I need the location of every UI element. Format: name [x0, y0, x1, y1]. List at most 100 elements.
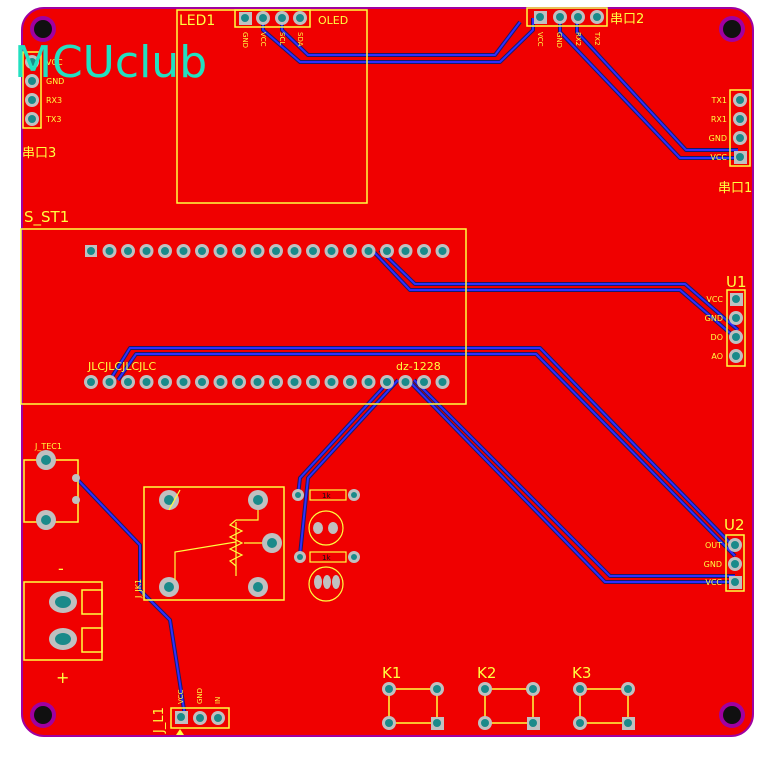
- resistor1-label: 1k: [322, 492, 331, 500]
- k2-label: K2: [477, 664, 496, 682]
- mcu-bottom-pin: [306, 375, 320, 389]
- oled-pin4-label: SDA: [296, 32, 304, 47]
- oled-header-pins: [239, 11, 307, 25]
- port3-pin2-label: GND: [46, 77, 64, 86]
- port2-pin3-label: RX2: [574, 32, 582, 46]
- mcu-bottom-pin: [121, 375, 135, 389]
- u2-pin1-label: OUT: [705, 541, 722, 550]
- led1-label: LED1: [179, 13, 215, 29]
- mcu-bottom-pin: [324, 375, 339, 389]
- jl1-pin2-label: GND: [196, 688, 204, 704]
- mcu-bottom-pin: [361, 375, 376, 389]
- oled-pin2-label: VCC: [259, 32, 267, 47]
- j-tec1-label: J_TEC1: [34, 442, 62, 451]
- mcu-top-pin: [380, 244, 394, 258]
- mcu-top-pin: [398, 244, 413, 258]
- mcu-top-pin: [158, 244, 172, 258]
- mcu-top-pin: [417, 244, 431, 258]
- mcu-bottom-pin: [250, 375, 265, 389]
- resistor2-label: 1k: [322, 554, 331, 562]
- led-d1: [308, 510, 344, 546]
- j-l1-label: J_L1: [152, 707, 167, 734]
- serial-port-3-header: VCC GND RX3 TX3 串口3: [22, 51, 64, 161]
- mcu-bottom-pin: [380, 375, 394, 389]
- serial-port-1-header: TX1 RX1 GND VCC 串口1: [709, 89, 752, 196]
- k1-label: K1: [382, 664, 401, 682]
- u2-pin3-label: VCC: [705, 578, 722, 587]
- jl1-pin3-label: IN: [214, 697, 222, 704]
- mcu-bottom-pin: [435, 375, 450, 389]
- port3-pin3-label: RX3: [46, 96, 62, 105]
- minus-label: -: [58, 559, 64, 578]
- mcu-bottom-pin: [232, 375, 246, 389]
- u2-label: U2: [724, 516, 745, 534]
- mcu-top-pin: [102, 244, 117, 258]
- mcu-bottom-pin: [84, 375, 98, 389]
- dz-label: dz-1228: [396, 360, 441, 373]
- button-k3[interactable]: K3: [572, 664, 635, 730]
- mounting-holes: [30, 16, 745, 728]
- mcu-top-pin: [287, 244, 302, 258]
- mcu-bottom-pin: [213, 375, 228, 389]
- u1-pin1-label: VCC: [706, 295, 723, 304]
- mcu-top-pin: [269, 244, 283, 258]
- mcu-bottom-pin: [343, 375, 357, 389]
- mcu-top-pin: [85, 245, 97, 257]
- power-terminal: - +: [23, 559, 103, 687]
- oled-pin3-label: SCL: [278, 32, 286, 45]
- port1-pin2-label: RX1: [711, 115, 727, 124]
- mcu-top-pin: [139, 244, 154, 258]
- mcu-bottom-pin: [102, 375, 117, 389]
- u1-pin3-label: DO: [711, 333, 723, 342]
- s-st1-label: S_ST1: [24, 208, 69, 227]
- button-k2[interactable]: K2: [477, 664, 540, 730]
- mcu-bottom-pin: [176, 375, 191, 389]
- jlc-label: JLCJLCJLCJLC: [87, 360, 157, 373]
- led-d2: [308, 566, 344, 602]
- traces: [74, 18, 740, 717]
- resistor-r1: 1k: [292, 489, 360, 501]
- mcu-bottom-pin: [269, 375, 283, 389]
- mcu-top-pin: [343, 244, 357, 258]
- mcu-top-pin: [435, 244, 450, 258]
- board-substrate: [21, 7, 754, 737]
- u1-pin4-label: AO: [711, 352, 723, 361]
- mcu-bottom-pin: [158, 375, 172, 389]
- serial-port-1-label: 串口1: [718, 181, 752, 196]
- mcu-bottom-pin: [287, 375, 302, 389]
- oled-label: OLED: [318, 14, 348, 27]
- j-jk1-label: J_JK1: [134, 579, 143, 599]
- mcu-top-pin: [306, 244, 320, 258]
- jl1-pin1-label: VCC: [177, 689, 185, 704]
- oled-pin1-label: GND: [241, 32, 249, 48]
- resistor-r2: 1k: [294, 551, 360, 563]
- serial-port-2-label: 串口2: [610, 12, 644, 27]
- mcu-bottom-pin: [195, 375, 209, 389]
- j-l1-header: J_L1 VCC GND IN: [152, 688, 230, 735]
- mcu-top-pin: [213, 244, 228, 258]
- led1-module: LED1 OLED GND VCC SCL SDA: [176, 9, 368, 204]
- mcu-bottom-pin: [139, 375, 154, 389]
- button-k1[interactable]: K1: [382, 664, 444, 730]
- u2-sensor-header: U2 OUT GND VCC: [704, 516, 745, 592]
- j-tec1-connector: J_TEC1: [23, 442, 80, 530]
- port1-pin3-label: GND: [709, 134, 727, 143]
- port1-pin4-label: VCC: [710, 153, 727, 162]
- port3-pin1-label: VCC: [46, 58, 63, 67]
- mcu-top-pin: [250, 244, 265, 258]
- mcu-top-pin: [121, 244, 135, 258]
- mcu-top-pin: [176, 244, 191, 258]
- u1-pin2-label: GND: [705, 314, 723, 323]
- mcu-bottom-pin: [417, 375, 431, 389]
- mcu-top-pin: [361, 244, 376, 258]
- port2-pin2-label: GND: [555, 32, 563, 48]
- u2-pin2-label: GND: [704, 560, 722, 569]
- port1-pin1-label: TX1: [711, 96, 727, 105]
- mcu-top-pin: [232, 244, 246, 258]
- port2-pin4-label: TX2: [593, 31, 601, 46]
- serial-port-2-header: 串口2 VCC GND RX2 TX2: [526, 7, 644, 48]
- mcu-top-pin: [324, 244, 339, 258]
- mcu-bottom-pin: [398, 375, 413, 389]
